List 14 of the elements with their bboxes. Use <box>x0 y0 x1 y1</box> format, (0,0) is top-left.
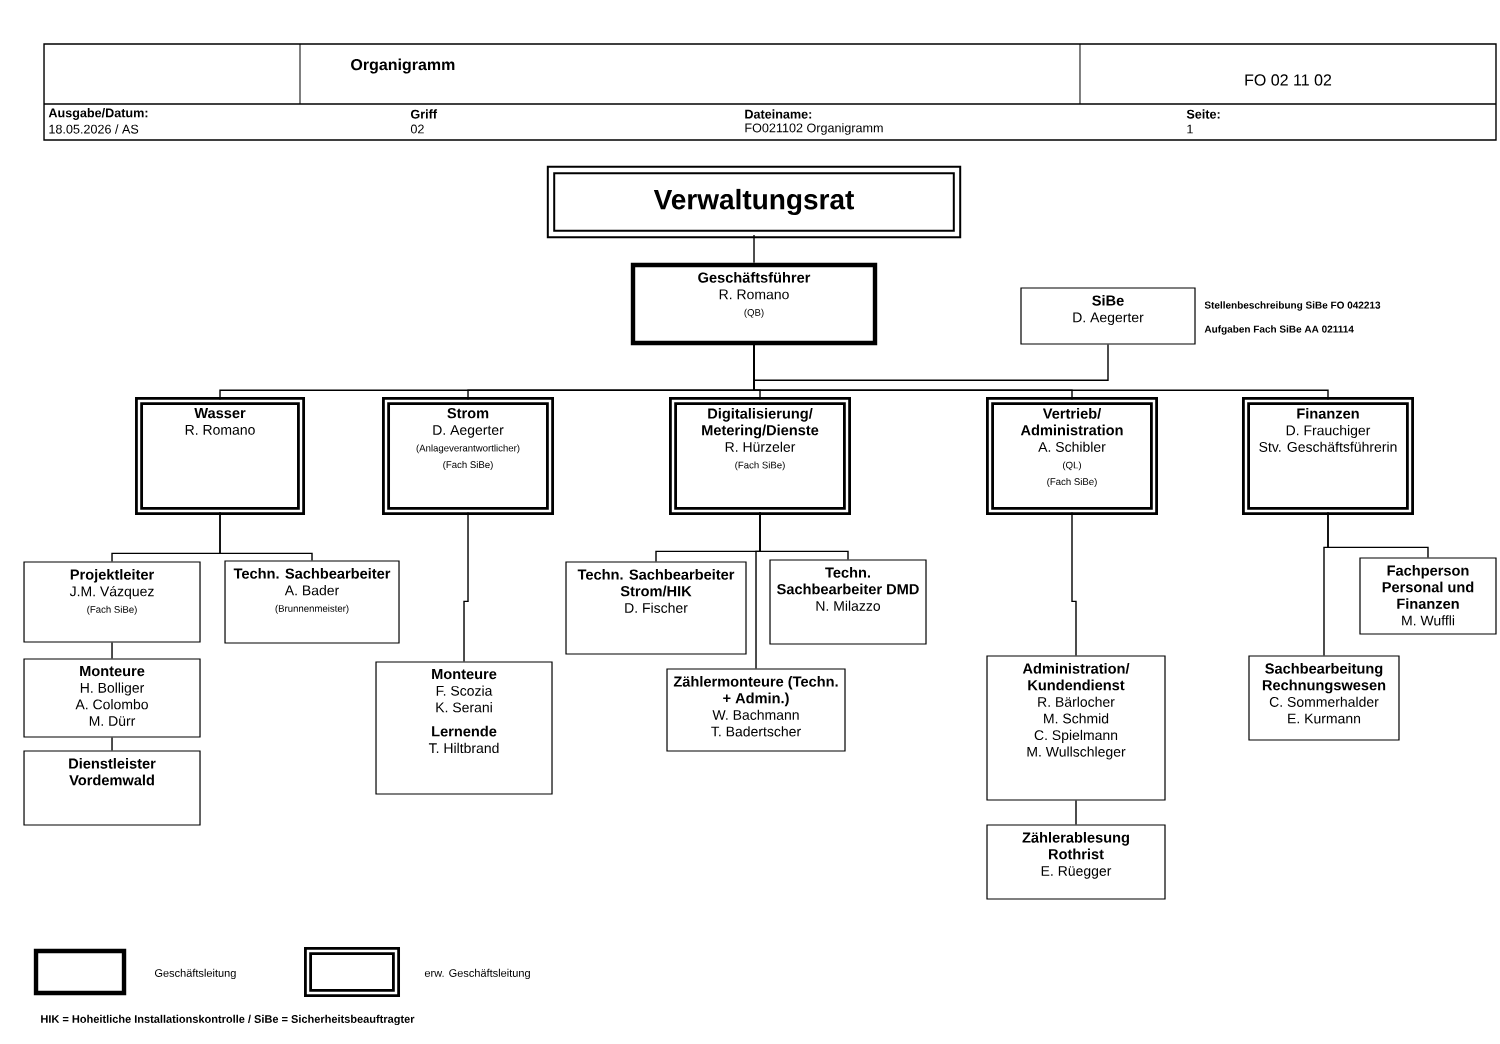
connector-line <box>1075 799 1077 826</box>
connector-line <box>111 641 113 660</box>
connector-line <box>753 234 755 264</box>
connector-line <box>463 511 469 663</box>
connector-line <box>1071 511 1077 657</box>
connector-line <box>219 511 313 562</box>
document-title: Organigramm <box>351 58 455 74</box>
connector-line <box>755 511 761 670</box>
connector-line <box>1323 511 1329 657</box>
connector-line <box>111 736 113 752</box>
document-number: FO 02 11 02 <box>1245 74 1332 86</box>
connector-line <box>753 344 1329 401</box>
connector-line <box>753 343 1109 381</box>
board-box: Verwaltungsrat <box>546 165 962 239</box>
